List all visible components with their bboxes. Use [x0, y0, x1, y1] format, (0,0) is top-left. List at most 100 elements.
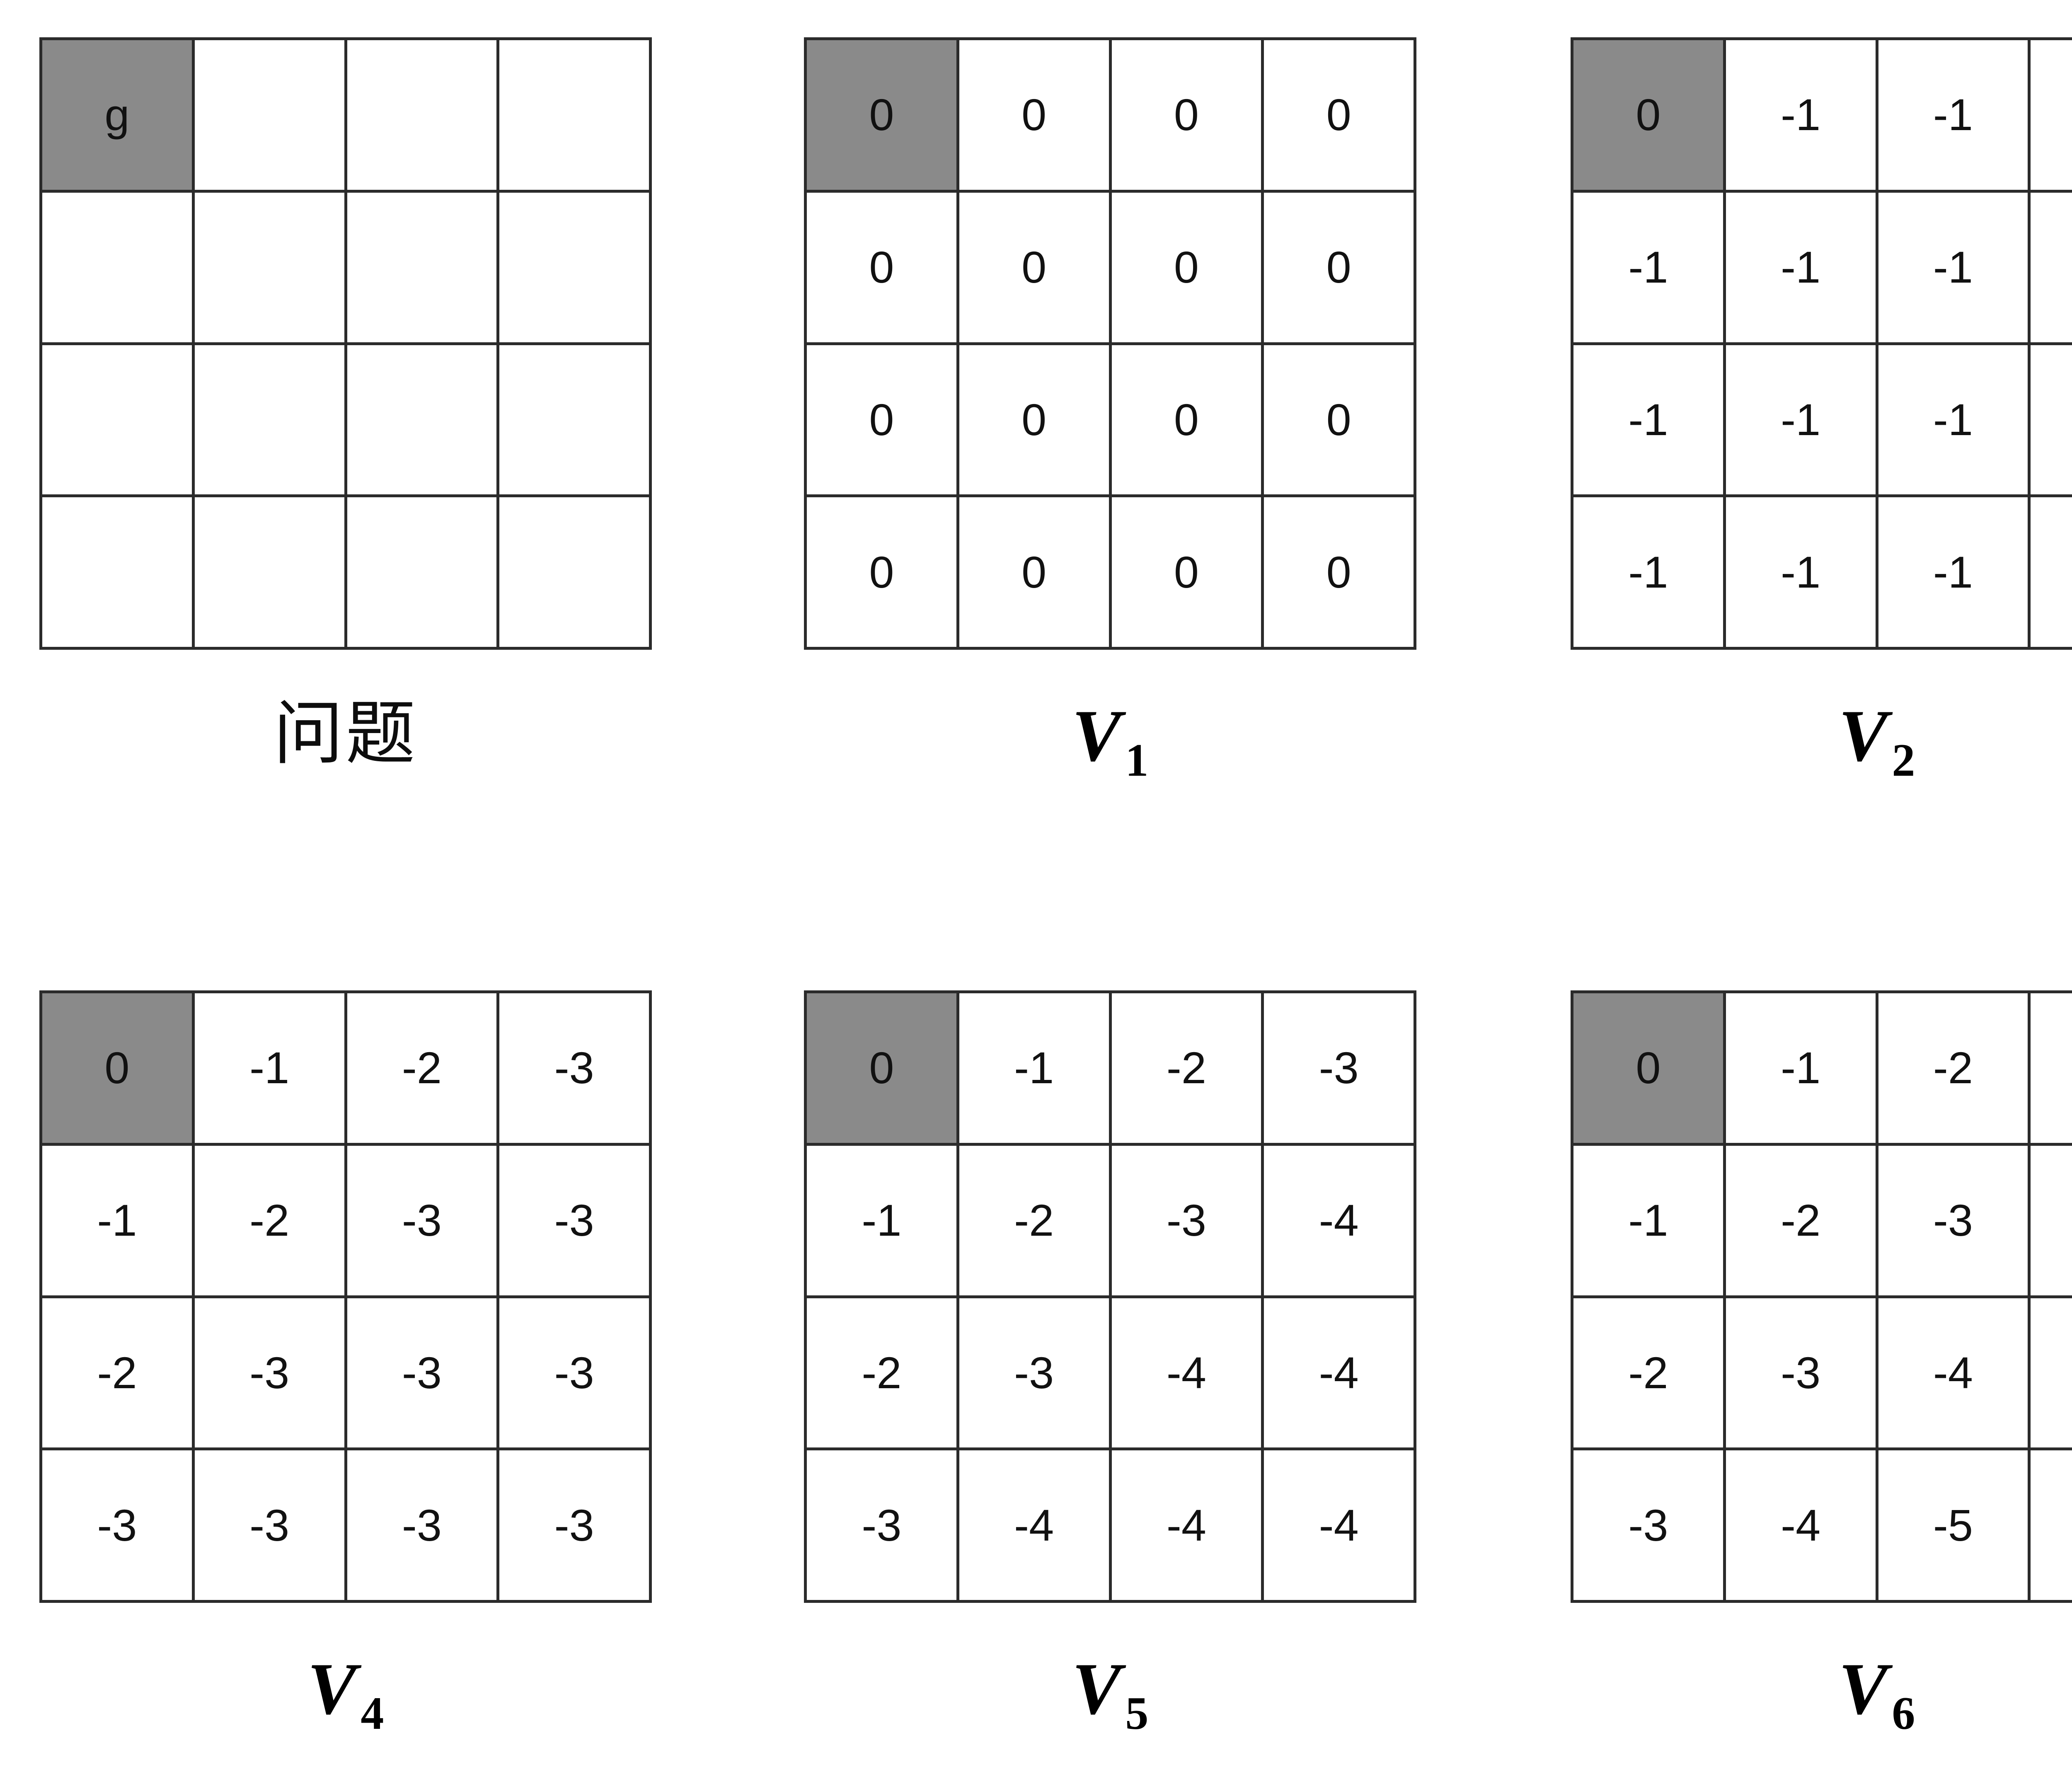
grid-cell-problem-r3-c0[interactable] [39, 494, 195, 650]
grid-cell-v2-r2-c1[interactable]: -1 [1723, 342, 1878, 498]
grid-cell-v6-r2-c2[interactable]: -4 [1875, 1295, 2031, 1451]
grid-cell-v6-r1-c0[interactable]: -1 [1571, 1142, 1726, 1298]
grid-cell-v2-r3-c3[interactable]: -1 [2028, 494, 2072, 650]
grid-cell-v2-r1-c0[interactable]: -1 [1571, 189, 1726, 345]
grid-cell-v2-r2-c3[interactable]: -1 [2028, 342, 2072, 498]
grid-cell-v2-r0-c1[interactable]: -1 [1723, 37, 1878, 193]
grid-cell-v2-r0-c3[interactable]: -1 [2028, 37, 2072, 193]
grid-cell-terminal-problem[interactable]: g [39, 37, 195, 193]
grid-cell-v1-r2-c1[interactable]: 0 [956, 342, 1112, 498]
grid-cell-v4-r3-c3[interactable]: -3 [496, 1447, 652, 1603]
grid-cell-v2-r1-c1[interactable]: -1 [1723, 189, 1878, 345]
grid-cell-v6-r1-c3[interactable]: -4 [2028, 1142, 2072, 1298]
grid-cell-v4-r2-c1[interactable]: -3 [191, 1295, 347, 1451]
grid-cell-v4-r2-c0[interactable]: -2 [39, 1295, 195, 1451]
grid-cell-v5-r2-c2[interactable]: -4 [1109, 1295, 1264, 1451]
grid-cell-v2-r2-c2[interactable]: -1 [1875, 342, 2031, 498]
grid-cell-v1-r2-c2[interactable]: 0 [1109, 342, 1264, 498]
grid-cell-problem-r2-c1[interactable] [191, 342, 347, 498]
grid-cell-v1-r3-c3[interactable]: 0 [1261, 494, 1416, 650]
grid-cell-v1-r1-c3[interactable]: 0 [1261, 189, 1416, 345]
grid-cell-problem-r1-c3[interactable] [496, 189, 652, 345]
grid-cell-problem-r0-c1[interactable] [191, 37, 347, 193]
grid-cell-v6-r3-c0[interactable]: -3 [1571, 1447, 1726, 1603]
grid-cell-problem-r0-c3[interactable] [496, 37, 652, 193]
grid-cell-problem-r1-c2[interactable] [344, 189, 500, 345]
grid-cell-v6-r3-c3[interactable]: -5 [2028, 1447, 2072, 1603]
grid-cell-v4-r1-c1[interactable]: -2 [191, 1142, 347, 1298]
grid-cell-v2-r2-c0[interactable]: -1 [1571, 342, 1726, 498]
grid-cell-v6-r0-c2[interactable]: -2 [1875, 990, 2031, 1146]
grid-cell-v4-r3-c2[interactable]: -3 [344, 1447, 500, 1603]
value-grid-v2: 0-1-1-1-1-1-1-1-1-1-1-1-1-1-1-1 [1571, 37, 2072, 650]
grid-cell-v2-r3-c0[interactable]: -1 [1571, 494, 1726, 650]
grid-cell-v5-r2-c0[interactable]: -2 [804, 1295, 959, 1451]
grid-cell-v6-r1-c2[interactable]: -3 [1875, 1142, 2031, 1298]
grid-cell-v4-r1-c3[interactable]: -3 [496, 1142, 652, 1298]
grid-cell-v6-r2-c0[interactable]: -2 [1571, 1295, 1726, 1451]
grid-cell-v1-r3-c0[interactable]: 0 [804, 494, 959, 650]
table-row: -3-4-4-4 [804, 1447, 1416, 1603]
grid-cell-v4-r1-c2[interactable]: -3 [344, 1142, 500, 1298]
grid-cell-v1-r2-c3[interactable]: 0 [1261, 342, 1416, 498]
grid-cell-v5-r1-c1[interactable]: -2 [956, 1142, 1112, 1298]
grid-cell-v2-r3-c2[interactable]: -1 [1875, 494, 2031, 650]
grid-cell-terminal-v4[interactable]: 0 [39, 990, 195, 1146]
grid-cell-v4-r2-c3[interactable]: -3 [496, 1295, 652, 1451]
grid-cell-v2-r1-c3[interactable]: -1 [2028, 189, 2072, 345]
grid-cell-terminal-v1[interactable]: 0 [804, 37, 959, 193]
grid-cell-v4-r3-c0[interactable]: -3 [39, 1447, 195, 1603]
grid-cell-problem-r3-c1[interactable] [191, 494, 347, 650]
grid-cell-v1-r0-c2[interactable]: 0 [1109, 37, 1264, 193]
grid-cell-v2-r3-c1[interactable]: -1 [1723, 494, 1878, 650]
grid-cell-v1-r3-c1[interactable]: 0 [956, 494, 1112, 650]
grid-cell-v5-r1-c2[interactable]: -3 [1109, 1142, 1264, 1298]
grid-cell-v5-r2-c1[interactable]: -3 [956, 1295, 1112, 1451]
grid-cell-problem-r1-c1[interactable] [191, 189, 347, 345]
grid-cell-v5-r3-c0[interactable]: -3 [804, 1447, 959, 1603]
grid-cell-v5-r0-c1[interactable]: -1 [956, 990, 1112, 1146]
grid-cell-v1-r1-c2[interactable]: 0 [1109, 189, 1264, 345]
grid-cell-v5-r2-c3[interactable]: -4 [1261, 1295, 1416, 1451]
grid-cell-v4-r0-c1[interactable]: -1 [191, 990, 347, 1146]
grid-cell-v6-r2-c1[interactable]: -3 [1723, 1295, 1878, 1451]
table-row: -1-1-1-1 [1571, 342, 2072, 498]
grid-cell-v5-r1-c3[interactable]: -4 [1261, 1142, 1416, 1298]
grid-cell-v1-r1-c0[interactable]: 0 [804, 189, 959, 345]
grid-cell-v1-r0-c1[interactable]: 0 [956, 37, 1112, 193]
grid-cell-problem-r2-c3[interactable] [496, 342, 652, 498]
grid-cell-v1-r1-c1[interactable]: 0 [956, 189, 1112, 345]
grid-cell-terminal-v6[interactable]: 0 [1571, 990, 1726, 1146]
grid-cell-problem-r2-c0[interactable] [39, 342, 195, 498]
grid-cell-v5-r0-c2[interactable]: -2 [1109, 990, 1264, 1146]
table-row: -1-2-3-4 [1571, 1142, 2072, 1298]
grid-cell-v6-r1-c1[interactable]: -2 [1723, 1142, 1878, 1298]
grid-cell-v5-r3-c2[interactable]: -4 [1109, 1447, 1264, 1603]
grid-cell-v4-r3-c1[interactable]: -3 [191, 1447, 347, 1603]
grid-cell-v6-r0-c1[interactable]: -1 [1723, 990, 1878, 1146]
grid-cell-v1-r2-c0[interactable]: 0 [804, 342, 959, 498]
grid-cell-v5-r1-c0[interactable]: -1 [804, 1142, 959, 1298]
grid-cell-v6-r0-c3[interactable]: -3 [2028, 990, 2072, 1146]
grid-cell-v4-r1-c0[interactable]: -1 [39, 1142, 195, 1298]
grid-cell-problem-r3-c2[interactable] [344, 494, 500, 650]
grid-cell-terminal-v5[interactable]: 0 [804, 990, 959, 1146]
grid-cell-v1-r0-c3[interactable]: 0 [1261, 37, 1416, 193]
grid-cell-problem-r3-c3[interactable] [496, 494, 652, 650]
grid-cell-v4-r0-c3[interactable]: -3 [496, 990, 652, 1146]
grid-cell-v5-r0-c3[interactable]: -3 [1261, 990, 1416, 1146]
grid-cell-v5-r3-c1[interactable]: -4 [956, 1447, 1112, 1603]
grid-cell-problem-r2-c2[interactable] [344, 342, 500, 498]
grid-cell-v1-r3-c2[interactable]: 0 [1109, 494, 1264, 650]
grid-cell-v4-r0-c2[interactable]: -2 [344, 990, 500, 1146]
grid-cell-v4-r2-c2[interactable]: -3 [344, 1295, 500, 1451]
grid-cell-problem-r1-c0[interactable] [39, 189, 195, 345]
grid-cell-problem-r0-c2[interactable] [344, 37, 500, 193]
grid-cell-v2-r1-c2[interactable]: -1 [1875, 189, 2031, 345]
grid-cell-v5-r3-c3[interactable]: -4 [1261, 1447, 1416, 1603]
grid-cell-v6-r3-c1[interactable]: -4 [1723, 1447, 1878, 1603]
grid-cell-terminal-v2[interactable]: 0 [1571, 37, 1726, 193]
grid-cell-v6-r2-c3[interactable]: -5 [2028, 1295, 2072, 1451]
grid-cell-v6-r3-c2[interactable]: -5 [1875, 1447, 2031, 1603]
grid-cell-v2-r0-c2[interactable]: -1 [1875, 37, 2031, 193]
